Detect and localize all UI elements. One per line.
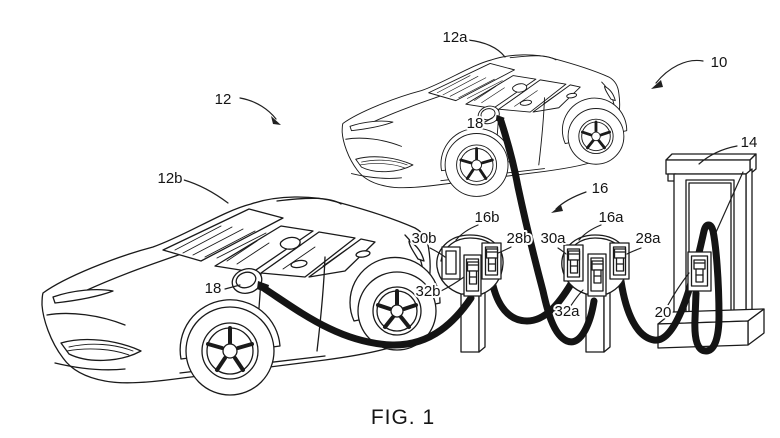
plug-icon [591,260,604,284]
ref-label-32b: 32b [415,283,440,300]
reference-labels: 10 12 12a 12b 14 16 16b 16a 18 18 30b 28… [155,27,759,323]
plug-icon [466,261,480,285]
leader-32a [569,289,584,308]
ref-label-12a: 12a [442,29,468,46]
connector-28b [481,242,502,280]
leader-12b [183,179,229,204]
connector-socket-30b [441,246,461,280]
leader-16a [578,224,602,241]
vehicle-12a [340,53,629,198]
leader-10 [655,59,704,84]
cable-28a-to-station-20 [617,221,723,355]
plug-icon [567,250,581,274]
arrowhead-16 [551,205,563,213]
ref-label-30b: 30b [411,230,436,247]
charging-station-14 [657,153,765,349]
cable-vehicle-12b-to-32b [261,285,475,349]
station-base [657,308,765,349]
ref-label-20: 20 [655,304,672,321]
cable-28b-to-30a [488,277,575,325]
leader-18-upper [484,117,493,123]
station-cable-hanger-line [712,171,744,240]
station-body-side [745,168,753,321]
leader-28b [497,246,512,254]
charge-pedestal-16b [436,234,504,297]
ref-label-12b: 12b [157,170,182,187]
ref-label-14: 14 [741,134,758,151]
leader-30b [429,247,446,258]
station-cap-front [665,159,751,175]
plug-icon [693,259,706,283]
leader-18-lower [224,284,241,290]
connector-32b [463,254,482,297]
ref-label-30a: 30a [540,230,566,247]
charge-pedestal-16a [561,234,630,297]
figure-caption: FIG. 1 [371,406,435,429]
leader-lines [183,39,738,308]
arrowhead-12 [271,116,281,125]
vehicle-12b [40,194,443,397]
leader-32b [440,276,465,292]
leader-16 [555,191,587,210]
ref-label-16: 16 [592,180,609,197]
connector-30a [563,244,584,282]
leader-16b [455,224,479,241]
ref-label-18-lower: 18 [205,280,222,297]
leader-12a [467,39,506,58]
ref-label-28a: 28a [635,230,661,247]
leader-12 [239,97,277,120]
plug-icon [485,248,499,272]
charging-cables [261,117,723,355]
station-connector-20 [687,251,712,292]
connector-28a [609,242,630,280]
ref-label-18-upper: 18 [467,115,484,132]
connector-32a [587,253,607,297]
ref-label-10: 10 [711,54,728,71]
leader-30a [557,247,567,255]
ref-label-28b: 28b [506,230,531,247]
ref-label-16b: 16b [474,209,499,226]
ref-label-32a: 32a [554,303,580,320]
arrowhead-10 [651,80,663,89]
cable-vehicle-12a-to-32a [497,117,598,346]
leader-20 [667,272,690,306]
ref-label-12: 12 [215,91,232,108]
plug-icon [613,248,627,272]
ref-label-16a: 16a [598,209,624,226]
leader-28a [626,247,642,255]
leader-14 [698,145,738,165]
